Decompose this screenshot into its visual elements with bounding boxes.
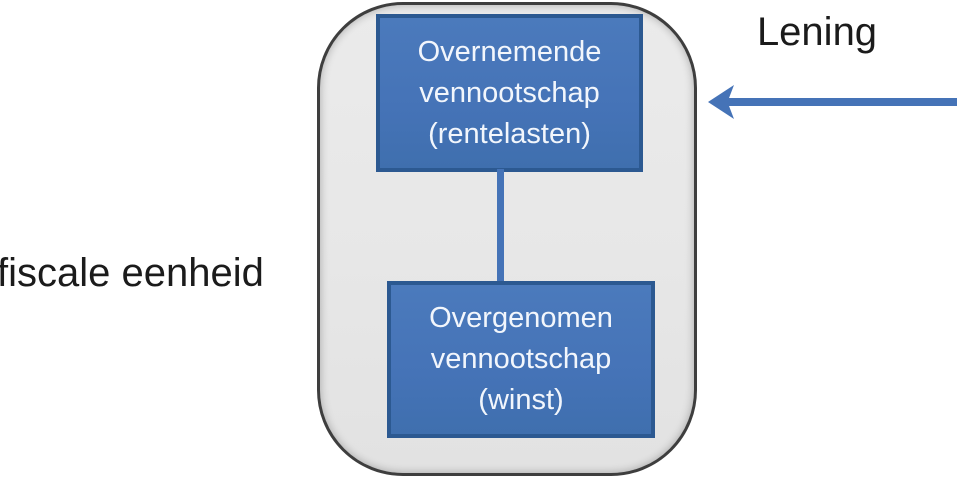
acquiring-company-line3: (rentelasten) <box>428 117 591 150</box>
loan-arrow-shaft <box>726 98 957 106</box>
loan-arrow-head <box>708 85 734 119</box>
fiscal-unit-container: Overnemende vennootschap (rentelasten) O… <box>317 2 697 476</box>
fiscal-unit-label: fiscale eenheid <box>0 251 264 295</box>
acquired-company-line2: vennootschap <box>430 343 612 375</box>
acquiring-company-line1: Overnemende <box>417 35 602 68</box>
acquiring-company-box: Overnemende vennootschap (rentelasten) <box>376 14 643 172</box>
acquiring-company-line2: vennootschap <box>419 76 600 109</box>
acquired-company-box: Overgenomen vennootschap (winst) <box>387 281 655 438</box>
loan-arrow-icon <box>708 85 957 119</box>
acquired-company-line3: (winst) <box>478 384 564 416</box>
loan-label: Lening <box>756 10 878 54</box>
parent-subsidiary-connector-line <box>497 169 504 287</box>
acquired-company-line1: Overgenomen <box>429 302 613 334</box>
